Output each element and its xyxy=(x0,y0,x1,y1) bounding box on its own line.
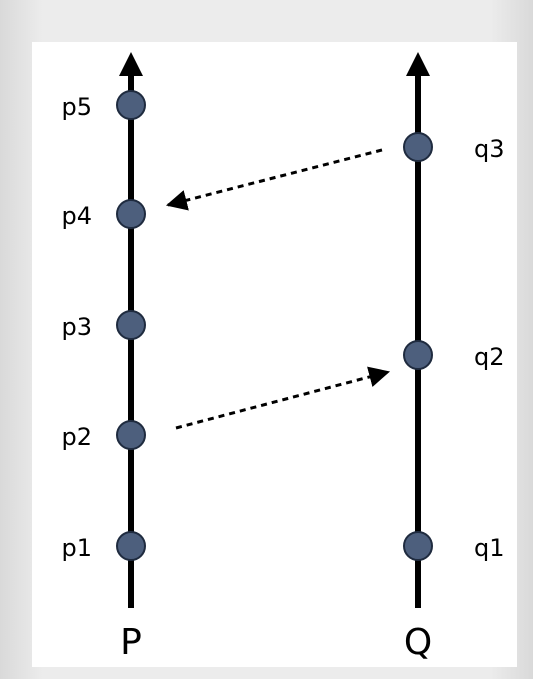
process-p-timeline: P xyxy=(119,52,143,663)
process-p-label: P xyxy=(120,622,142,663)
event-q2-label: q2 xyxy=(474,343,505,371)
event-q2-dot xyxy=(403,340,433,370)
event-p1: p1 xyxy=(61,531,146,562)
message-arrow-q3-p4 xyxy=(165,148,383,211)
event-p2-label: p2 xyxy=(61,423,92,451)
event-p5-label: p5 xyxy=(61,93,92,121)
event-p3: p3 xyxy=(61,310,146,341)
event-p2: p2 xyxy=(61,420,146,451)
event-q1-label: q1 xyxy=(474,534,505,562)
event-p3-dot xyxy=(116,310,146,340)
event-q3: q3 xyxy=(403,132,505,163)
event-p5-dot xyxy=(116,90,146,120)
message-arrow-p2-q2 xyxy=(175,366,391,430)
event-q1: q1 xyxy=(403,531,505,562)
event-p3-label: p3 xyxy=(61,313,92,341)
diagram-panel xyxy=(32,42,517,667)
event-q3-label: q3 xyxy=(474,135,505,163)
event-p5: p5 xyxy=(61,90,146,121)
event-q2: q2 xyxy=(403,340,505,371)
event-p4: p4 xyxy=(61,199,146,230)
event-p2-dot xyxy=(116,420,146,450)
event-q1-dot xyxy=(403,531,433,561)
event-q3-dot xyxy=(403,132,433,162)
process-q-arrowhead xyxy=(406,52,430,76)
event-p4-label: p4 xyxy=(61,202,92,230)
event-p1-dot xyxy=(116,531,146,561)
event-p4-dot xyxy=(116,199,146,229)
process-p-arrowhead xyxy=(119,52,143,76)
process-q-label: Q xyxy=(404,622,432,663)
event-p1-label: p1 xyxy=(61,534,92,562)
